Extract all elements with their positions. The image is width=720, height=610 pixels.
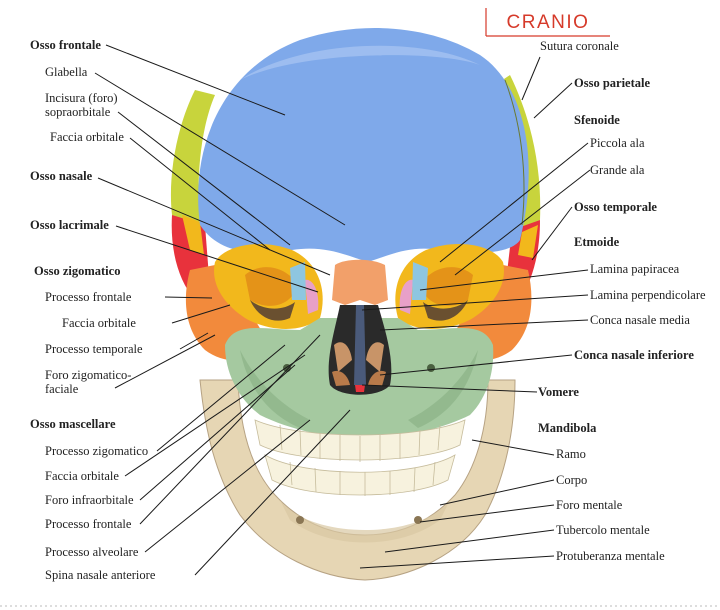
label-corpo: Corpo [556, 473, 587, 487]
label-osso-parietale: Osso parietale [574, 76, 650, 90]
labels-right: Sutura coronale Osso parietale Sfenoide … [538, 39, 706, 563]
label-faccia-orbitale-masc: Faccia orbitale [45, 469, 119, 483]
label-foro-mentale: Foro mentale [556, 498, 623, 512]
parietal-bone-left [170, 90, 215, 225]
label-osso-frontale: Osso frontale [30, 38, 101, 52]
lacrimal-bone-right [399, 279, 413, 314]
teeth [254, 419, 466, 496]
label-foro-infraorbitale: Foro infraorbitale [45, 493, 134, 507]
nasal-bone [332, 259, 388, 305]
page-title: CRANIO [507, 12, 590, 33]
label-mandibola: Mandibola [538, 421, 597, 435]
label-processo-frontale-masc: Processo frontale [45, 517, 132, 531]
label-osso-temporale: Osso temporale [574, 200, 657, 214]
label-processo-temporale: Processo temporale [45, 342, 143, 356]
label-conca-media: Conca nasale media [590, 313, 690, 327]
label-foro-zig-1: Foro zigomatico- [45, 368, 131, 382]
label-conca-inferiore: Conca nasale inferiore [574, 348, 694, 362]
label-sutura-coronale: Sutura coronale [540, 39, 619, 53]
label-sfenoide: Sfenoide [574, 113, 620, 127]
label-protuberanza-mentale: Protuberanza mentale [556, 549, 665, 563]
label-osso-lacrimale: Osso lacrimale [30, 218, 109, 232]
label-incisura-1: Incisura (foro) [45, 91, 118, 105]
label-ramo: Ramo [556, 447, 586, 461]
labels-left: Osso frontale Glabella Incisura (foro) s… [30, 38, 156, 582]
label-piccola-ala: Piccola ala [590, 136, 645, 150]
label-glabella: Glabella [45, 65, 88, 79]
leader-lines [94, 44, 591, 576]
label-processo-zigomatico: Processo zigomatico [45, 444, 148, 458]
label-foro-zig-2: faciale [45, 382, 79, 396]
label-tubercolo-mentale: Tubercolo mentale [556, 523, 650, 537]
mandible-bone [199, 379, 516, 581]
label-lamina-papiracea: Lamina papiracea [590, 262, 680, 276]
label-osso-zigomatico: Osso zigomatico [34, 264, 120, 278]
label-osso-nasale: Osso nasale [30, 169, 93, 183]
label-incisura-2: sopraorbitale [45, 105, 111, 119]
label-spina-nasale: Spina nasale anteriore [45, 568, 156, 582]
label-processo-alveolare: Processo alveolare [45, 545, 139, 559]
label-grande-ala: Grande ala [590, 163, 645, 177]
label-vomere: Vomere [538, 385, 579, 399]
label-osso-mascellare: Osso mascellare [30, 417, 116, 431]
frontal-bone [198, 28, 529, 262]
label-processo-frontale-zig: Processo frontale [45, 290, 132, 304]
label-etmoide: Etmoide [574, 235, 620, 249]
label-lamina-perpendicolare: Lamina perpendicolare [590, 288, 706, 302]
label-faccia-orbitale-frontale: Faccia orbitale [50, 130, 124, 144]
label-faccia-orbitale-zig: Faccia orbitale [62, 316, 136, 330]
title-box: CRANIO [485, 8, 610, 37]
